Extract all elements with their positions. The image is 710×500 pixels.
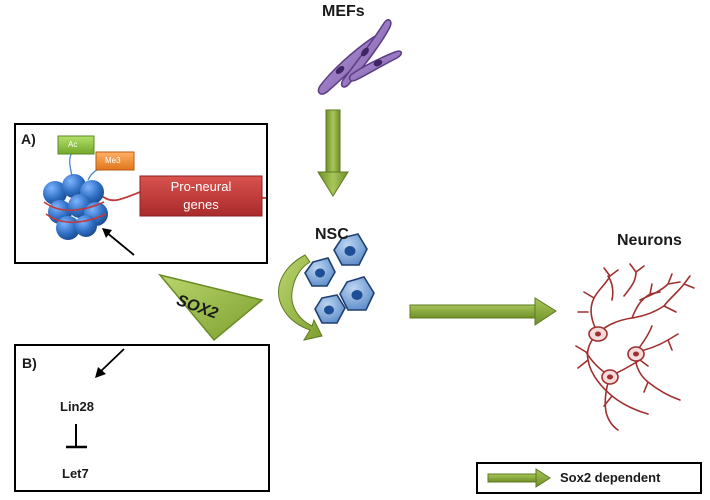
nsc-label: NSC bbox=[315, 226, 349, 243]
pro-neural-genes-box bbox=[139, 175, 263, 217]
let7-label: Let7 bbox=[62, 466, 89, 481]
me3-tag-label: Me3 bbox=[105, 156, 121, 165]
differentiation-arrow bbox=[409, 297, 557, 326]
nsc-cells-icon bbox=[304, 233, 375, 324]
acetylation-tag bbox=[57, 135, 95, 155]
gene-label-line2: genes bbox=[183, 197, 219, 212]
panel-a-arrow bbox=[105, 231, 135, 256]
legend-label: Sox2 dependent bbox=[560, 470, 661, 485]
panel-a-title: A) bbox=[21, 131, 36, 147]
legend-arrow-icon bbox=[487, 468, 551, 488]
gene-label-line1: Pro-neural bbox=[170, 179, 232, 194]
methylation-tag bbox=[95, 151, 135, 171]
lin28-label: Lin28 bbox=[60, 399, 94, 414]
ac-tag-label: Ac bbox=[68, 140, 78, 149]
neuron-somas bbox=[588, 326, 645, 385]
panel-b bbox=[14, 344, 270, 492]
panel-b-arrow bbox=[99, 348, 125, 373]
panel-b-title: B) bbox=[22, 355, 37, 371]
mefs-label: MEFs bbox=[322, 3, 365, 20]
neurons-label: Neurons bbox=[617, 232, 682, 249]
self-renewal-arrow bbox=[278, 254, 323, 341]
reprogramming-arrow bbox=[317, 109, 349, 197]
sox2-triangle bbox=[157, 273, 264, 342]
neurons-icon bbox=[575, 263, 695, 431]
mef-cells-icon bbox=[317, 19, 403, 95]
legend bbox=[476, 462, 702, 494]
